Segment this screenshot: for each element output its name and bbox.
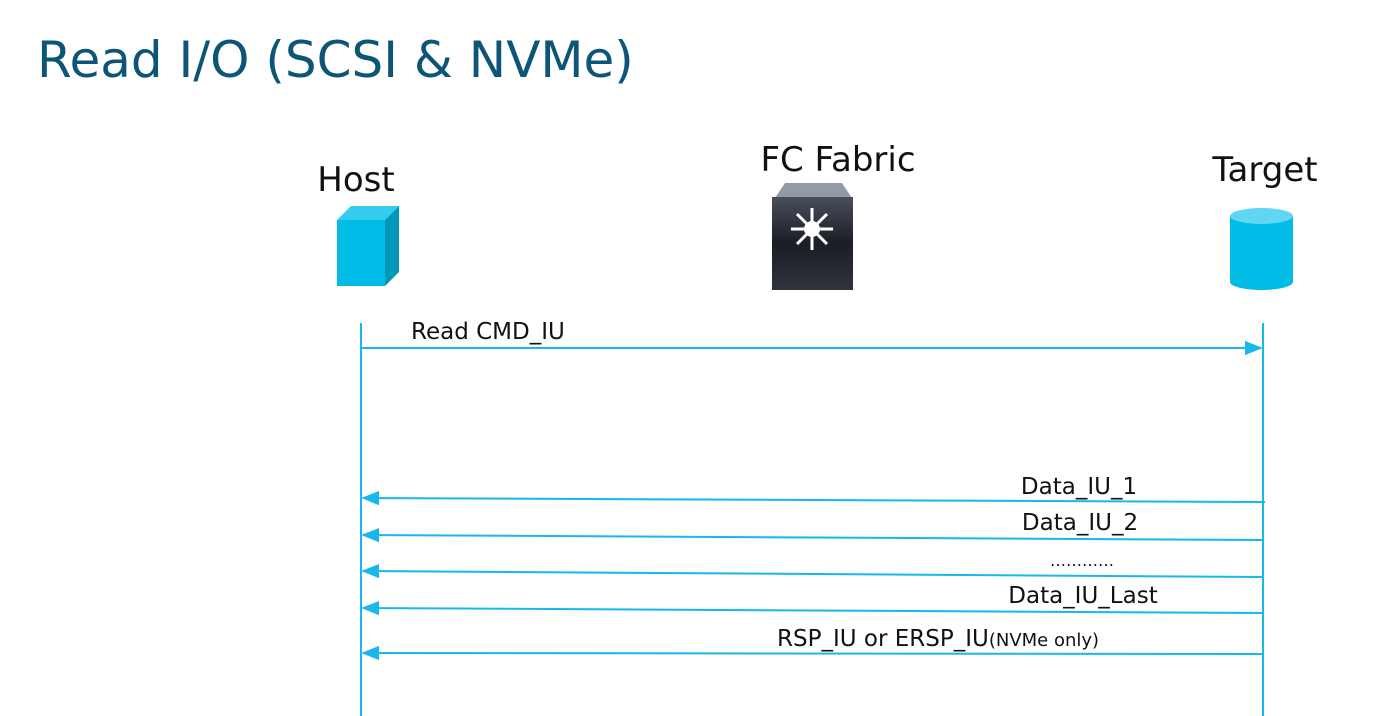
host-server-icon [337, 206, 399, 286]
rsp-iu-main: RSP_IU or ERSP_IU [777, 626, 989, 652]
data-iu-more-arrow [361, 563, 1264, 579]
page-title: Read I/O (SCSI & NVMe) [37, 31, 634, 89]
rsp-iu-label: RSP_IU or ERSP_IU(NVMe only) [777, 626, 1099, 652]
target-storage-icon [1230, 208, 1293, 290]
host-label: Host [317, 160, 394, 200]
fabric-label: FC Fabric [760, 140, 915, 180]
target-label: Target [1211, 150, 1317, 190]
data-iu-2-label: Data_IU_2 [1022, 510, 1138, 536]
fc-switch-icon [772, 183, 853, 290]
rsp-iu-note: (NVMe only) [989, 630, 1099, 651]
data-iu-last-arrow [361, 600, 1264, 616]
data-iu-last-label: Data_IU_Last [1008, 583, 1157, 609]
data-iu-2-arrow [361, 527, 1264, 543]
ellipsis-label: ………… [1050, 551, 1114, 570]
data-iu-1-arrow [361, 490, 1266, 506]
rsp-iu-arrow [361, 645, 1264, 661]
read-cmd-label: Read CMD_IU [411, 319, 565, 345]
data-iu-1-label: Data_IU_1 [1021, 474, 1137, 500]
